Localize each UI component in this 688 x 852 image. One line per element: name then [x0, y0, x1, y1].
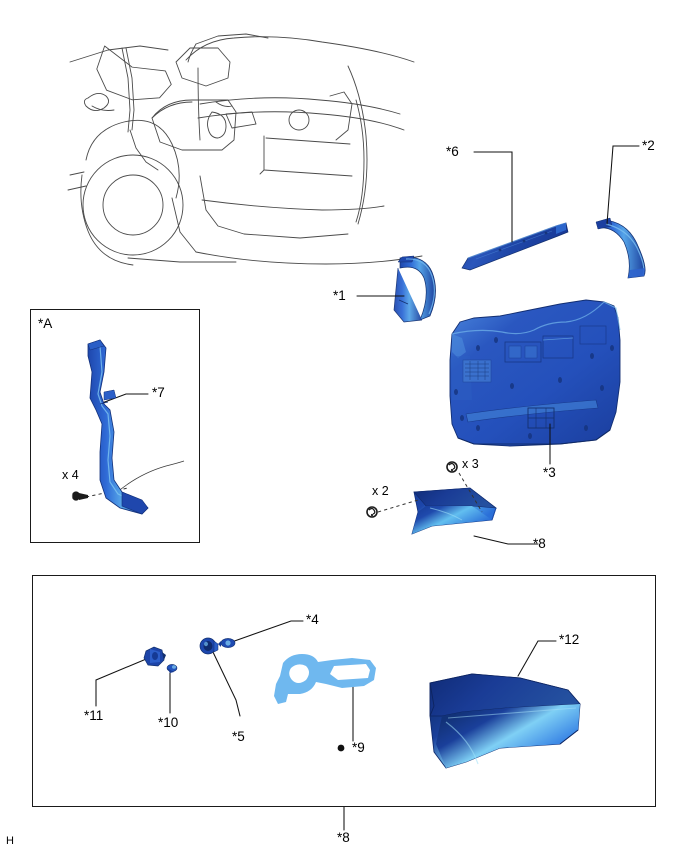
- callout-label-12: *12: [559, 632, 580, 647]
- part-12-corner-garnish-detail: [429, 673, 581, 769]
- screw-icon-x4: [71, 491, 88, 501]
- fastener-count-x4: x 4: [62, 468, 79, 482]
- part-10-pin-clip: [166, 664, 178, 673]
- callout-label-9: *9: [352, 740, 365, 755]
- part-3-back-door-trim-board: [449, 299, 621, 447]
- inset-a-guide-curve: [114, 460, 185, 495]
- inset-box-a: [30, 309, 200, 543]
- part-11-retainer-clip: [143, 646, 166, 667]
- callout-label-6: *6: [446, 144, 459, 159]
- detail-box-8: [32, 575, 656, 807]
- callout-label-11: *11: [84, 708, 104, 723]
- clip-icon-x2: [366, 506, 378, 518]
- part-7-side-trim-pillar: [87, 339, 149, 515]
- clip-icon-x3: [446, 461, 458, 473]
- callout-label-5: *5: [232, 729, 245, 744]
- vehicle-outline-drawing: [67, 33, 423, 266]
- part-1-side-garnish-left: [393, 255, 436, 323]
- detail-box-label-8: *8: [337, 830, 350, 845]
- callout-label-1: *1: [333, 288, 346, 303]
- callout-label-2: *2: [642, 138, 655, 153]
- part-5-grommet: [199, 637, 219, 655]
- fastener-count-x2: x 2: [372, 484, 389, 498]
- part-2-side-garnish-right: [595, 217, 646, 279]
- part-8-corner-garnish: [411, 487, 497, 535]
- fastener-count-x3: x 3: [462, 457, 479, 471]
- callout-label-8-middle: *8: [533, 536, 546, 551]
- callout-label-7: *7: [152, 385, 165, 400]
- bullet-marker: [337, 744, 345, 752]
- callout-label-10: *10: [158, 715, 179, 730]
- part-6-upper-garnish: [461, 222, 569, 271]
- part-9-seal-gasket: [274, 654, 376, 752]
- callout-leader-lines: [95, 145, 640, 831]
- callout-label-4: *4: [306, 612, 319, 627]
- callout-label-3: *3: [543, 465, 556, 480]
- part-4-clip-small: [218, 638, 236, 648]
- inset-label-a: *A: [38, 316, 53, 331]
- page-marker-h: H: [6, 835, 14, 847]
